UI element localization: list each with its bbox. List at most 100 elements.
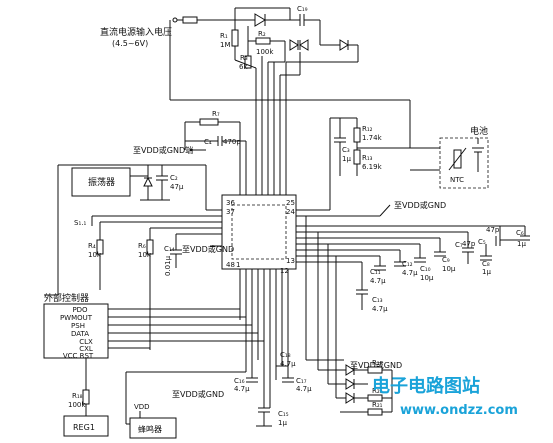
c9-value: 10μ (442, 265, 456, 273)
r18-value: 100k (68, 401, 86, 409)
c7-label: C₇ (455, 241, 463, 249)
c16-label: C₁₆ (234, 377, 245, 385)
wire (379, 204, 391, 217)
diode-mid-3 (339, 39, 349, 51)
c8-label: C₈ (482, 260, 490, 268)
watermark-url: www.ondzz.com (400, 403, 518, 418)
c3-label: C₃ (342, 146, 350, 154)
watermark-cn: 电子电路图站 (372, 375, 480, 397)
gnd-label-3: 至VDD或GND (394, 200, 446, 210)
pin-cxl: CXL (79, 345, 93, 353)
c5-label: C₅ (478, 238, 486, 246)
ntc-arrow (448, 147, 467, 171)
c2-label: C₂ (170, 174, 178, 182)
c18-value: 4.7μ (280, 360, 296, 368)
c12-label: C₁₂ (402, 260, 413, 268)
wire (234, 59, 257, 69)
buzzer-label: 蜂鸣器 (138, 424, 162, 434)
c12-value: 4.7μ (402, 269, 418, 277)
input-terminal (172, 17, 178, 23)
r21-resistor (367, 408, 383, 416)
c17-label: C₁₇ (296, 377, 307, 385)
diode-osc (143, 176, 153, 187)
pin-psh: PSH (71, 322, 85, 330)
r4-label: R₄ (88, 242, 96, 250)
c15-label: C₁₅ (278, 410, 289, 418)
c13-value: 4.7μ (372, 305, 388, 313)
reg1-label: REG1 (73, 423, 95, 432)
ext-ctrl-box (43, 303, 109, 359)
r19-label: R₁₉ (372, 359, 383, 367)
battery-label: 电池 (470, 125, 488, 137)
led-2 (345, 378, 355, 390)
c9-label: C₉ (442, 256, 450, 264)
ext-ctrl-title: 外部控制器 (44, 292, 89, 304)
r18-label: R₁₈ (72, 392, 83, 400)
ic-pin-13: 13 (286, 257, 295, 265)
ic-pin-1: 1 (236, 261, 240, 269)
r12-value: 1.74k (362, 134, 383, 142)
c15-value: 1μ (278, 419, 287, 427)
r3-resistor (244, 55, 252, 69)
input-title: 直流电源输入电压 (100, 26, 172, 38)
c16-value: 4.7μ (234, 385, 250, 393)
ic-pin-25: 25 (286, 199, 295, 207)
r7-resistor (199, 118, 219, 126)
c19-label: C₁₉ (297, 5, 308, 13)
r2-label: R₂ (258, 30, 266, 38)
s11-label: S₁.₁ (74, 219, 86, 227)
gnd-label-5: 至VDD或GND (350, 360, 402, 370)
r1-label: R₁ (220, 32, 228, 40)
r1-resistor (231, 29, 239, 47)
r7-label: R₇ (212, 110, 220, 118)
reg1-box (63, 415, 109, 437)
vdd-label: VDD (134, 403, 150, 411)
pin-clx: CLX (79, 338, 93, 346)
c7-value: 47p (462, 240, 476, 248)
c18-label: C₁₈ (280, 351, 291, 359)
ic-pin-36: 36 (226, 199, 235, 207)
pin-pwmout: PWMOUT (60, 314, 93, 322)
r3-value: 6k (239, 63, 248, 71)
input-range: (4.5~6V) (112, 39, 148, 48)
c10-value: 10μ (420, 274, 434, 282)
resistor-input (182, 16, 198, 24)
c10-label: C₁₀ (420, 265, 431, 273)
pin-vccrst: VCC RST (63, 352, 94, 360)
c11-label: C₁₁ (370, 268, 381, 276)
c6-value: 1μ (517, 240, 526, 248)
ic-pin-37: 37 (226, 208, 235, 216)
gnd-label-2: 至VDD或GND (182, 244, 234, 254)
battery-box (439, 137, 489, 189)
c11-value: 4.7μ (370, 277, 386, 285)
c17-value: 4.7μ (296, 385, 312, 393)
c3-value: 1μ (342, 155, 351, 163)
c14-label: C₁₄ (164, 245, 175, 253)
oscillator-label: 振荡器 (88, 176, 115, 188)
pin-pdo: PDO (72, 306, 88, 314)
led-1 (345, 364, 355, 376)
c6-label: C₆ (516, 229, 524, 237)
r6-label: R₆ (138, 242, 146, 250)
ic-inner (231, 204, 287, 260)
ic-pin-12: 12 (280, 267, 289, 275)
c4-label: C₄ (204, 138, 212, 146)
pin-data: DATA (71, 330, 89, 338)
r13-value: 6.19k (362, 163, 383, 171)
oscillator-box (71, 167, 131, 197)
main-ic (221, 194, 297, 270)
r2-value: 100k (256, 48, 274, 56)
r1-value: 1M (220, 41, 231, 49)
led-3 (345, 392, 355, 404)
c8-value: 1μ (482, 268, 491, 276)
r20-label: R₂₀ (372, 387, 383, 395)
diode-mid-2 (299, 39, 309, 51)
gnd-label-1: 至VDD或GND端 (133, 145, 193, 155)
c4-value: 470p (223, 138, 241, 146)
ntc-label: NTC (450, 176, 464, 184)
diode-mid-1 (289, 39, 299, 51)
r6-value: 10k (138, 251, 152, 259)
gnd-label-4: 至VDD或GND (172, 389, 224, 399)
